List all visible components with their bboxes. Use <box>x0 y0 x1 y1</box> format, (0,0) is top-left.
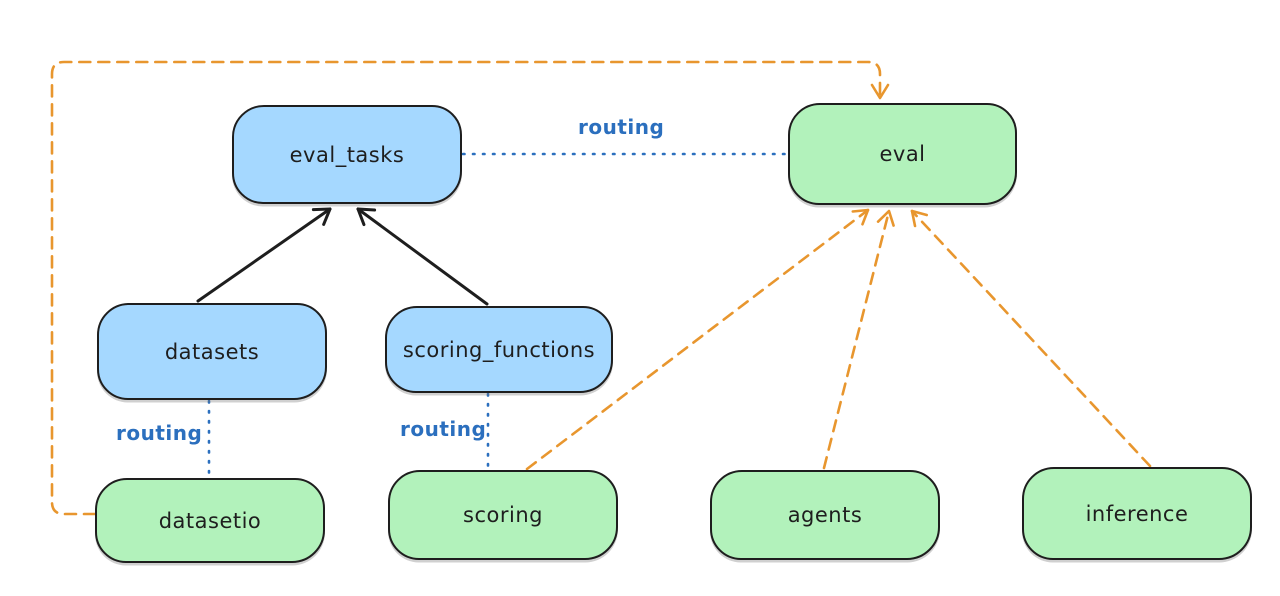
edge-label-routing-middle: routing <box>400 417 487 441</box>
edge-inference-to-eval <box>910 209 1152 468</box>
node-agents-label: agents <box>787 503 863 527</box>
node-eval-label: eval <box>879 142 926 166</box>
node-scoring-label: scoring <box>463 503 543 527</box>
edge-datasets-to-eval-tasks <box>196 207 332 303</box>
node-scoring: scoring <box>388 470 618 560</box>
edge-datasetio-to-eval <box>50 60 890 516</box>
node-datasets: datasets <box>97 303 327 400</box>
edge-agents-to-eval <box>822 209 895 470</box>
node-eval-tasks: eval_tasks <box>232 105 462 204</box>
node-eval-tasks-label: eval_tasks <box>289 142 405 167</box>
node-scoring-functions: scoring_functions <box>385 306 613 393</box>
edge-label-routing-top: routing <box>578 115 665 139</box>
node-inference: inference <box>1022 467 1252 560</box>
node-datasetio-label: datasetio <box>158 508 262 533</box>
edge-label-routing-left: routing <box>116 421 203 445</box>
node-eval: eval <box>788 103 1017 205</box>
node-datasetio: datasetio <box>95 478 325 563</box>
node-agents: agents <box>710 470 940 560</box>
node-datasets-label: datasets <box>164 339 260 364</box>
edge-scoring-functions-to-eval-tasks <box>356 207 489 306</box>
node-scoring-functions-label: scoring_functions <box>402 337 596 362</box>
node-inference-label: inference <box>1085 501 1189 526</box>
